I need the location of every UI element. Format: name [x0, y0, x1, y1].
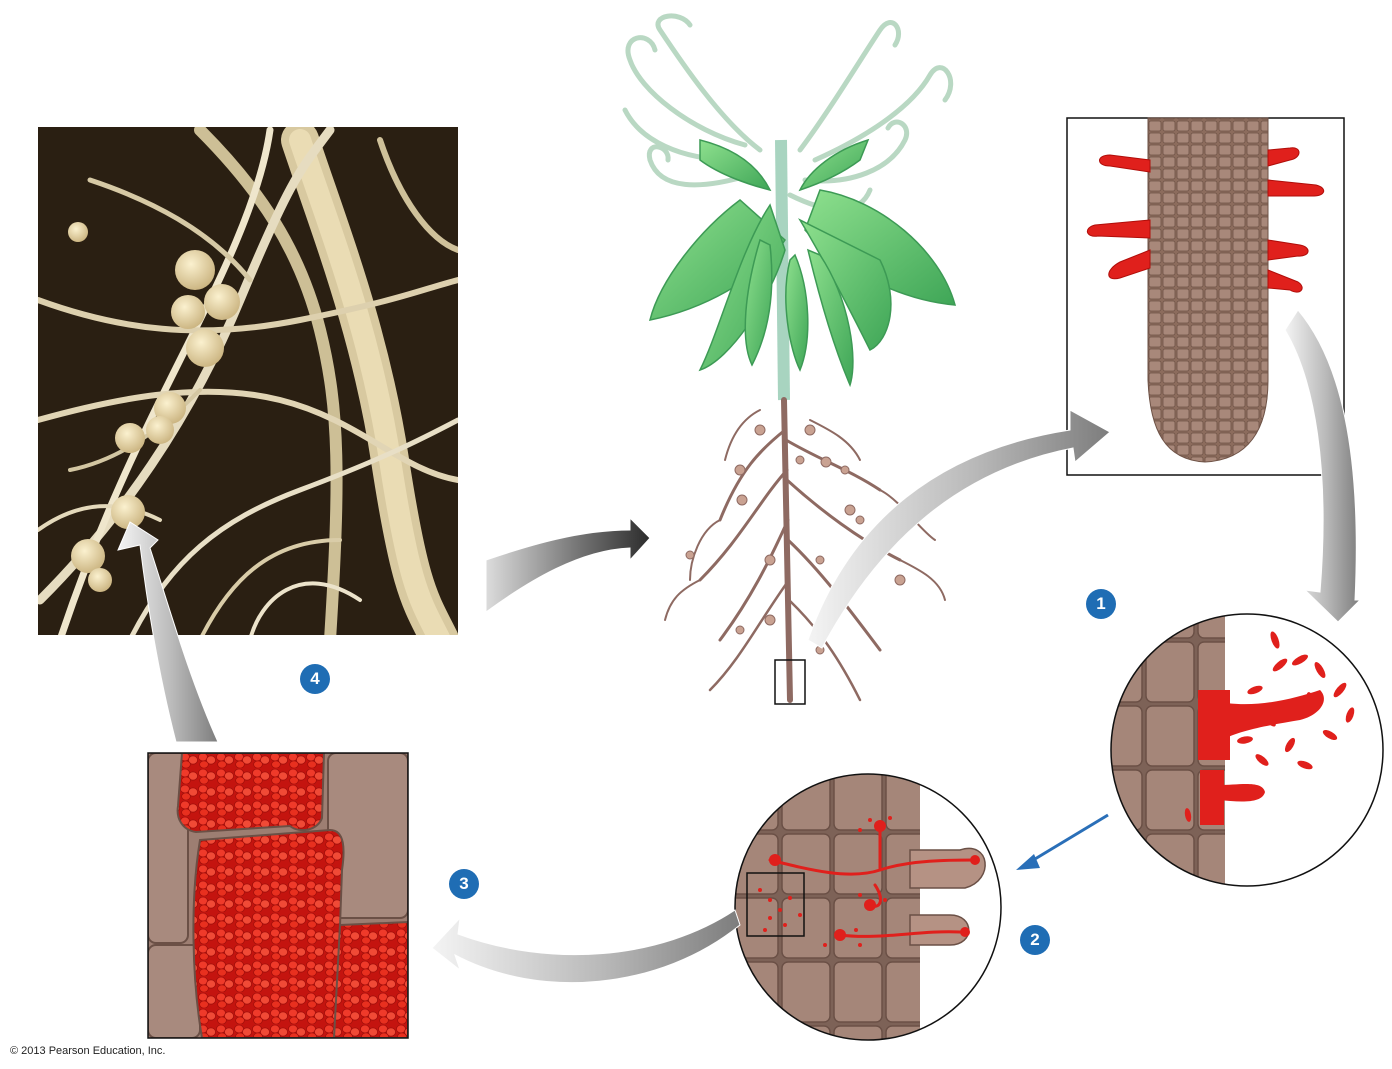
tendrils [625, 16, 951, 209]
step-badge-4: 4 [300, 664, 330, 694]
step-badge-1: 1 [1086, 589, 1116, 619]
curved-gray-arrow [808, 410, 1110, 648]
root-system [665, 400, 945, 700]
bacteroid-filled-cells-panel [148, 753, 408, 1038]
infection-thread-circle [1100, 600, 1383, 900]
copyright-notice: © 2013 Pearson Education, Inc. [10, 1045, 165, 1057]
curved-gray-arrow [432, 910, 740, 983]
root-tip-panel [1067, 118, 1344, 475]
step-badge-3: 3 [449, 869, 479, 899]
leaves [650, 140, 955, 385]
bacteroid-spread-circle [730, 770, 1001, 1050]
blue-arrow [1016, 815, 1108, 870]
curved-gray-arrow [486, 518, 650, 612]
step-badge-2: 2 [1020, 925, 1050, 955]
pea-plant [625, 16, 955, 704]
root-nodule-photo [38, 127, 458, 640]
